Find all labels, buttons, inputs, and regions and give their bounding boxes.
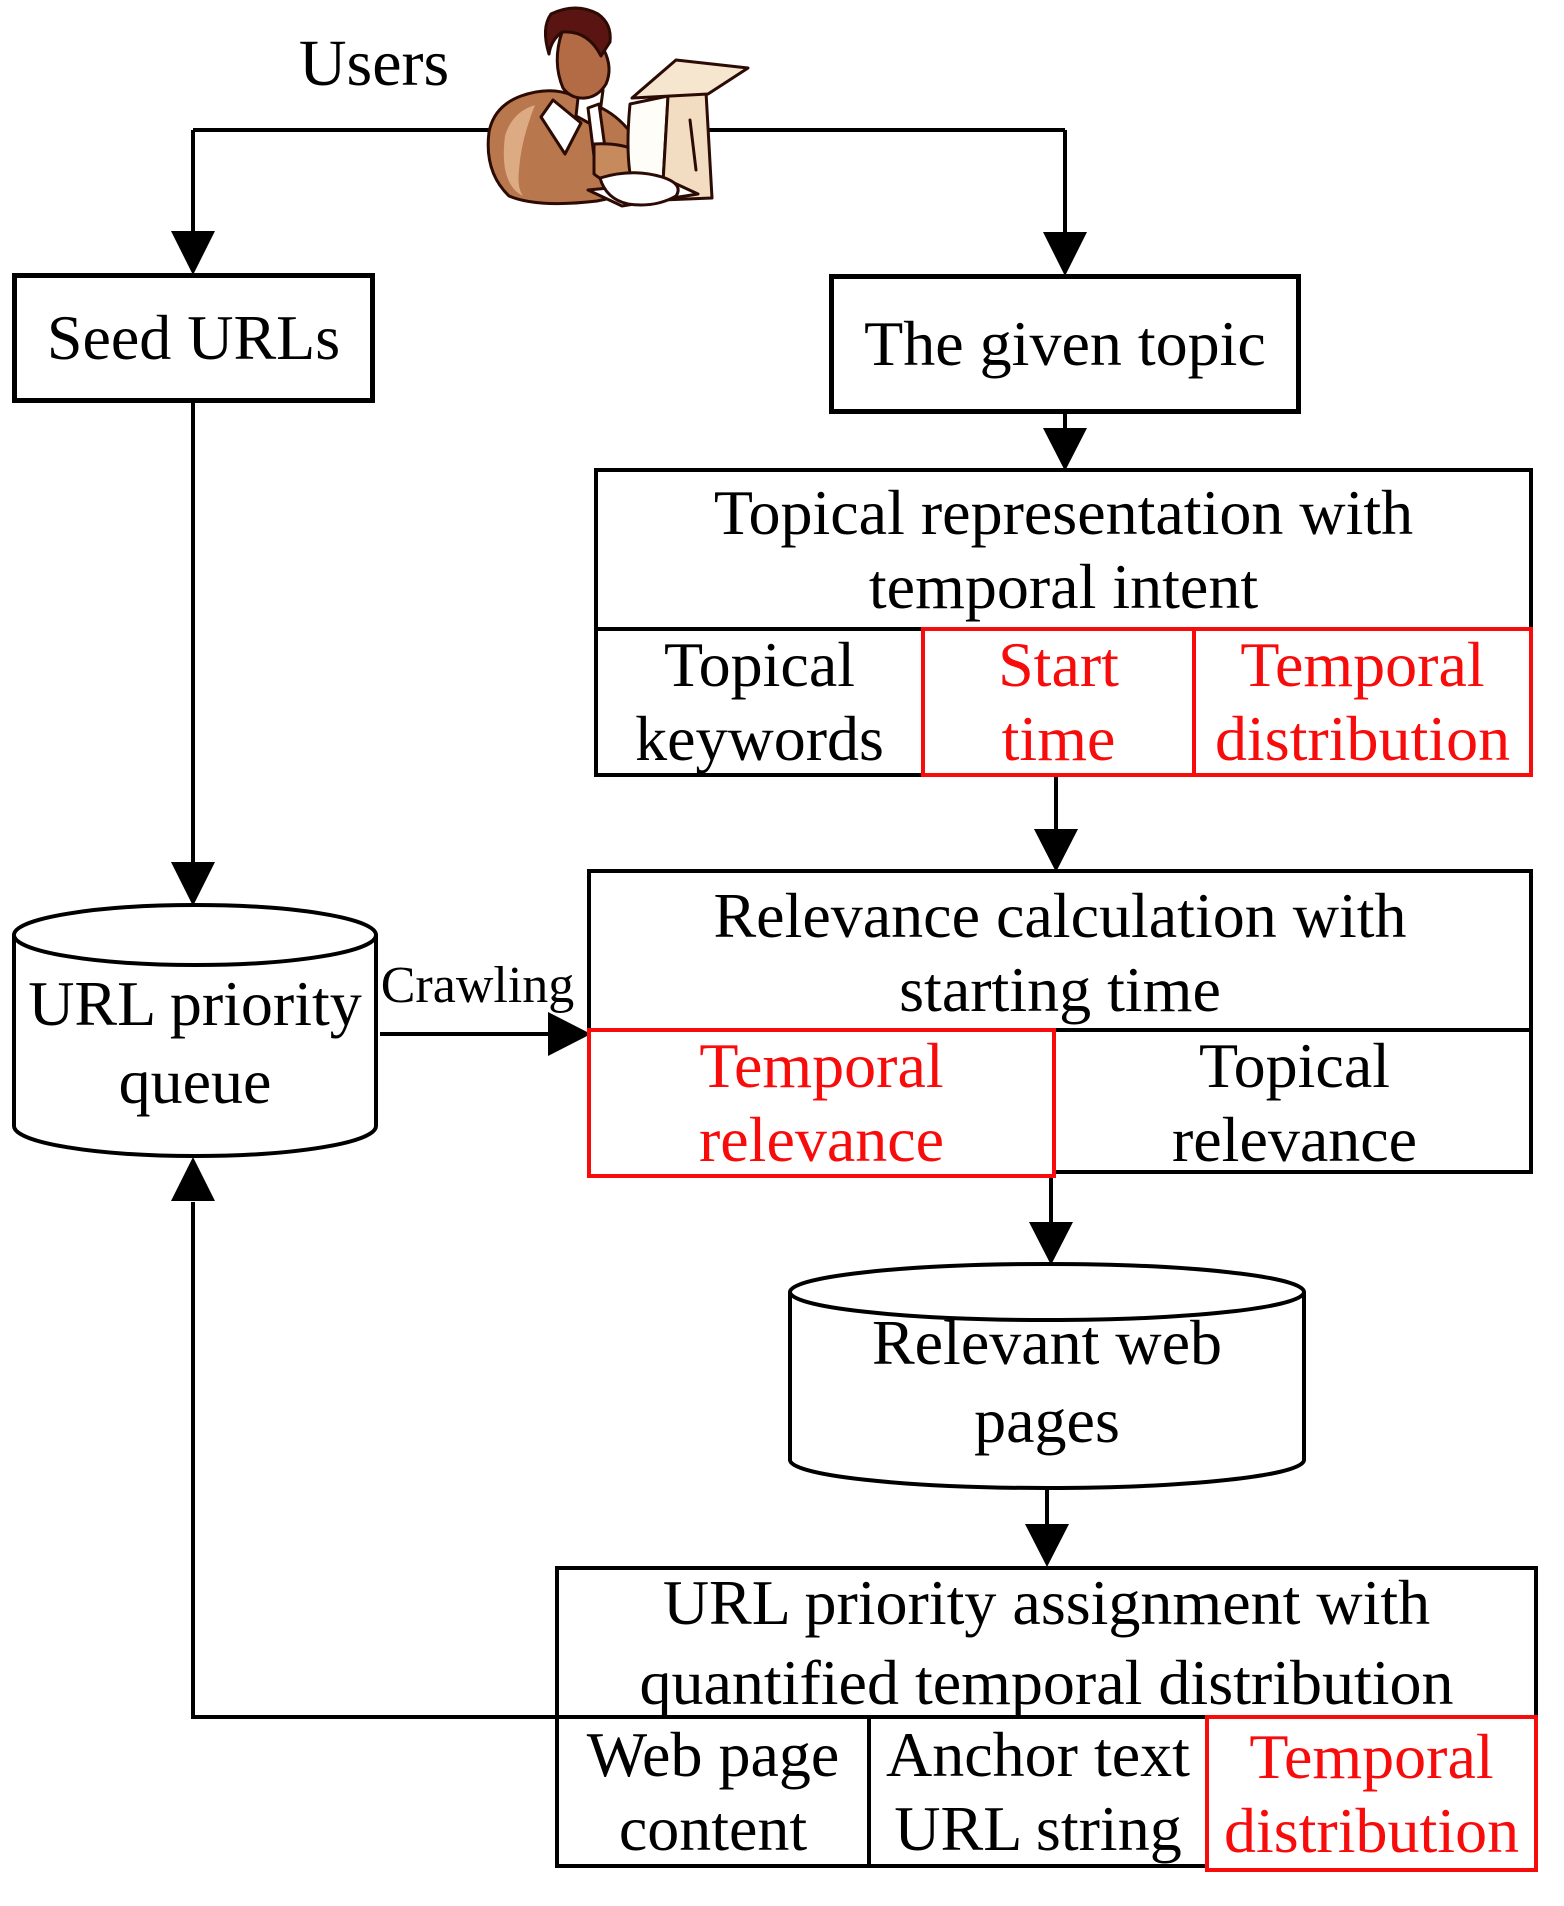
topical-relevance-line2: relevance <box>1171 1104 1418 1175</box>
arrowheads <box>171 231 1087 1567</box>
cell-web-page-content: Web page content <box>555 1715 871 1868</box>
arrowhead-seed-urls <box>171 231 215 275</box>
start-time-line2: time <box>1001 703 1116 774</box>
temporal-distribution-bottom-line2: distribution <box>1223 1794 1520 1866</box>
seed-urls-text: Seed URLs <box>46 302 341 373</box>
arrowhead-given-topic <box>1043 232 1087 276</box>
node-relevance-calculation: Relevance calculation with starting time <box>587 869 1533 1174</box>
cylinder-url-priority-queue <box>12 903 378 1158</box>
assignment-title-line1: URL priority assignment with <box>662 1566 1431 1638</box>
arrowhead-relevance <box>1034 829 1078 872</box>
node-url-priority-assignment-title: URL priority assignment with quantified … <box>555 1566 1538 1719</box>
url-priority-queue-label: URL priority queue <box>14 950 376 1135</box>
topical-representation-title-line2: temporal intent <box>868 550 1259 622</box>
given-topic-text: The given topic <box>864 308 1266 379</box>
temporal-distribution-top-line1: Temporal <box>1240 629 1485 700</box>
url-priority-queue-line1: URL priority <box>28 967 362 1039</box>
node-seed-urls: Seed URLs <box>12 273 375 403</box>
cell-anchor-text-url-string: Anchor text URL string <box>867 1715 1209 1868</box>
cell-temporal-distribution-bottom: Temporal distribution <box>1205 1715 1538 1872</box>
cell-topical-relevance: Topical relevance <box>1056 1030 1533 1175</box>
monitor-sketch-line <box>688 118 698 172</box>
relevance-title-line2: starting time <box>899 953 1221 1025</box>
temporal-relevance-line1: Temporal <box>699 1030 944 1101</box>
users-label: Users <box>263 27 485 100</box>
cell-topical-keywords: Topical keywords <box>594 627 925 777</box>
lapel <box>539 98 583 156</box>
hand-paper <box>598 171 680 207</box>
temporal-distribution-bottom-line1: Temporal <box>1249 1720 1494 1792</box>
url-priority-queue-line2: queue <box>118 1045 272 1117</box>
hair <box>544 6 612 58</box>
line-feedback-to-queue <box>191 1202 557 1719</box>
relevance-calculation-title: Relevance calculation with starting time <box>713 873 1406 1032</box>
temporal-relevance-line2: relevance <box>698 1104 945 1175</box>
topical-representation-title-line1: Topical representation with <box>713 476 1414 548</box>
users-label-text: Users <box>298 27 450 100</box>
relevant-web-pages-line1: Relevant web <box>871 1307 1223 1378</box>
arrowhead-queue-bottom <box>171 1157 215 1201</box>
start-time-line1: Start <box>998 629 1119 700</box>
arrowhead-assignment <box>1025 1524 1069 1567</box>
cell-temporal-relevance: Temporal relevance <box>587 1028 1056 1178</box>
temporal-distribution-top-line2: distribution <box>1214 703 1511 774</box>
relevant-web-pages-label: Relevant web pages <box>790 1298 1304 1466</box>
relevance-divider-line <box>591 1028 1529 1032</box>
cell-start-time: Start time <box>921 627 1196 777</box>
anchor-text-line2: URL string <box>894 1792 1182 1864</box>
arrowhead-queue-top <box>171 862 215 906</box>
topical-relevance-line1: Topical <box>1199 1030 1390 1101</box>
web-page-content-line1: Web page <box>586 1718 840 1790</box>
node-given-topic: The given topic <box>829 274 1301 414</box>
arrowhead-crawling <box>548 1012 591 1056</box>
relevance-title-line1: Relevance calculation with <box>713 879 1407 951</box>
monitor-top <box>630 58 750 100</box>
web-page-content-line2: content <box>618 1792 808 1864</box>
topical-keywords-line1: Topical <box>664 629 855 700</box>
assignment-title-line2: quantified temporal distribution <box>639 1646 1454 1718</box>
arrowhead-pages <box>1029 1222 1073 1265</box>
arrowhead-representation <box>1043 428 1087 471</box>
relevant-web-pages-line2: pages <box>974 1385 1120 1456</box>
crawling-label-text: Crawling <box>380 956 575 1014</box>
suit-highlight <box>503 105 535 196</box>
cylinder-relevant-web-pages <box>788 1262 1306 1490</box>
user-at-computer-clipart <box>486 6 750 208</box>
topical-keywords-line2: keywords <box>635 703 884 774</box>
cell-temporal-distribution-top: Temporal distribution <box>1192 627 1533 777</box>
node-topical-representation-title: Topical representation with temporal int… <box>594 468 1533 631</box>
anchor-text-line1: Anchor text <box>886 1718 1190 1790</box>
crawling-label: Crawling <box>375 955 580 1015</box>
